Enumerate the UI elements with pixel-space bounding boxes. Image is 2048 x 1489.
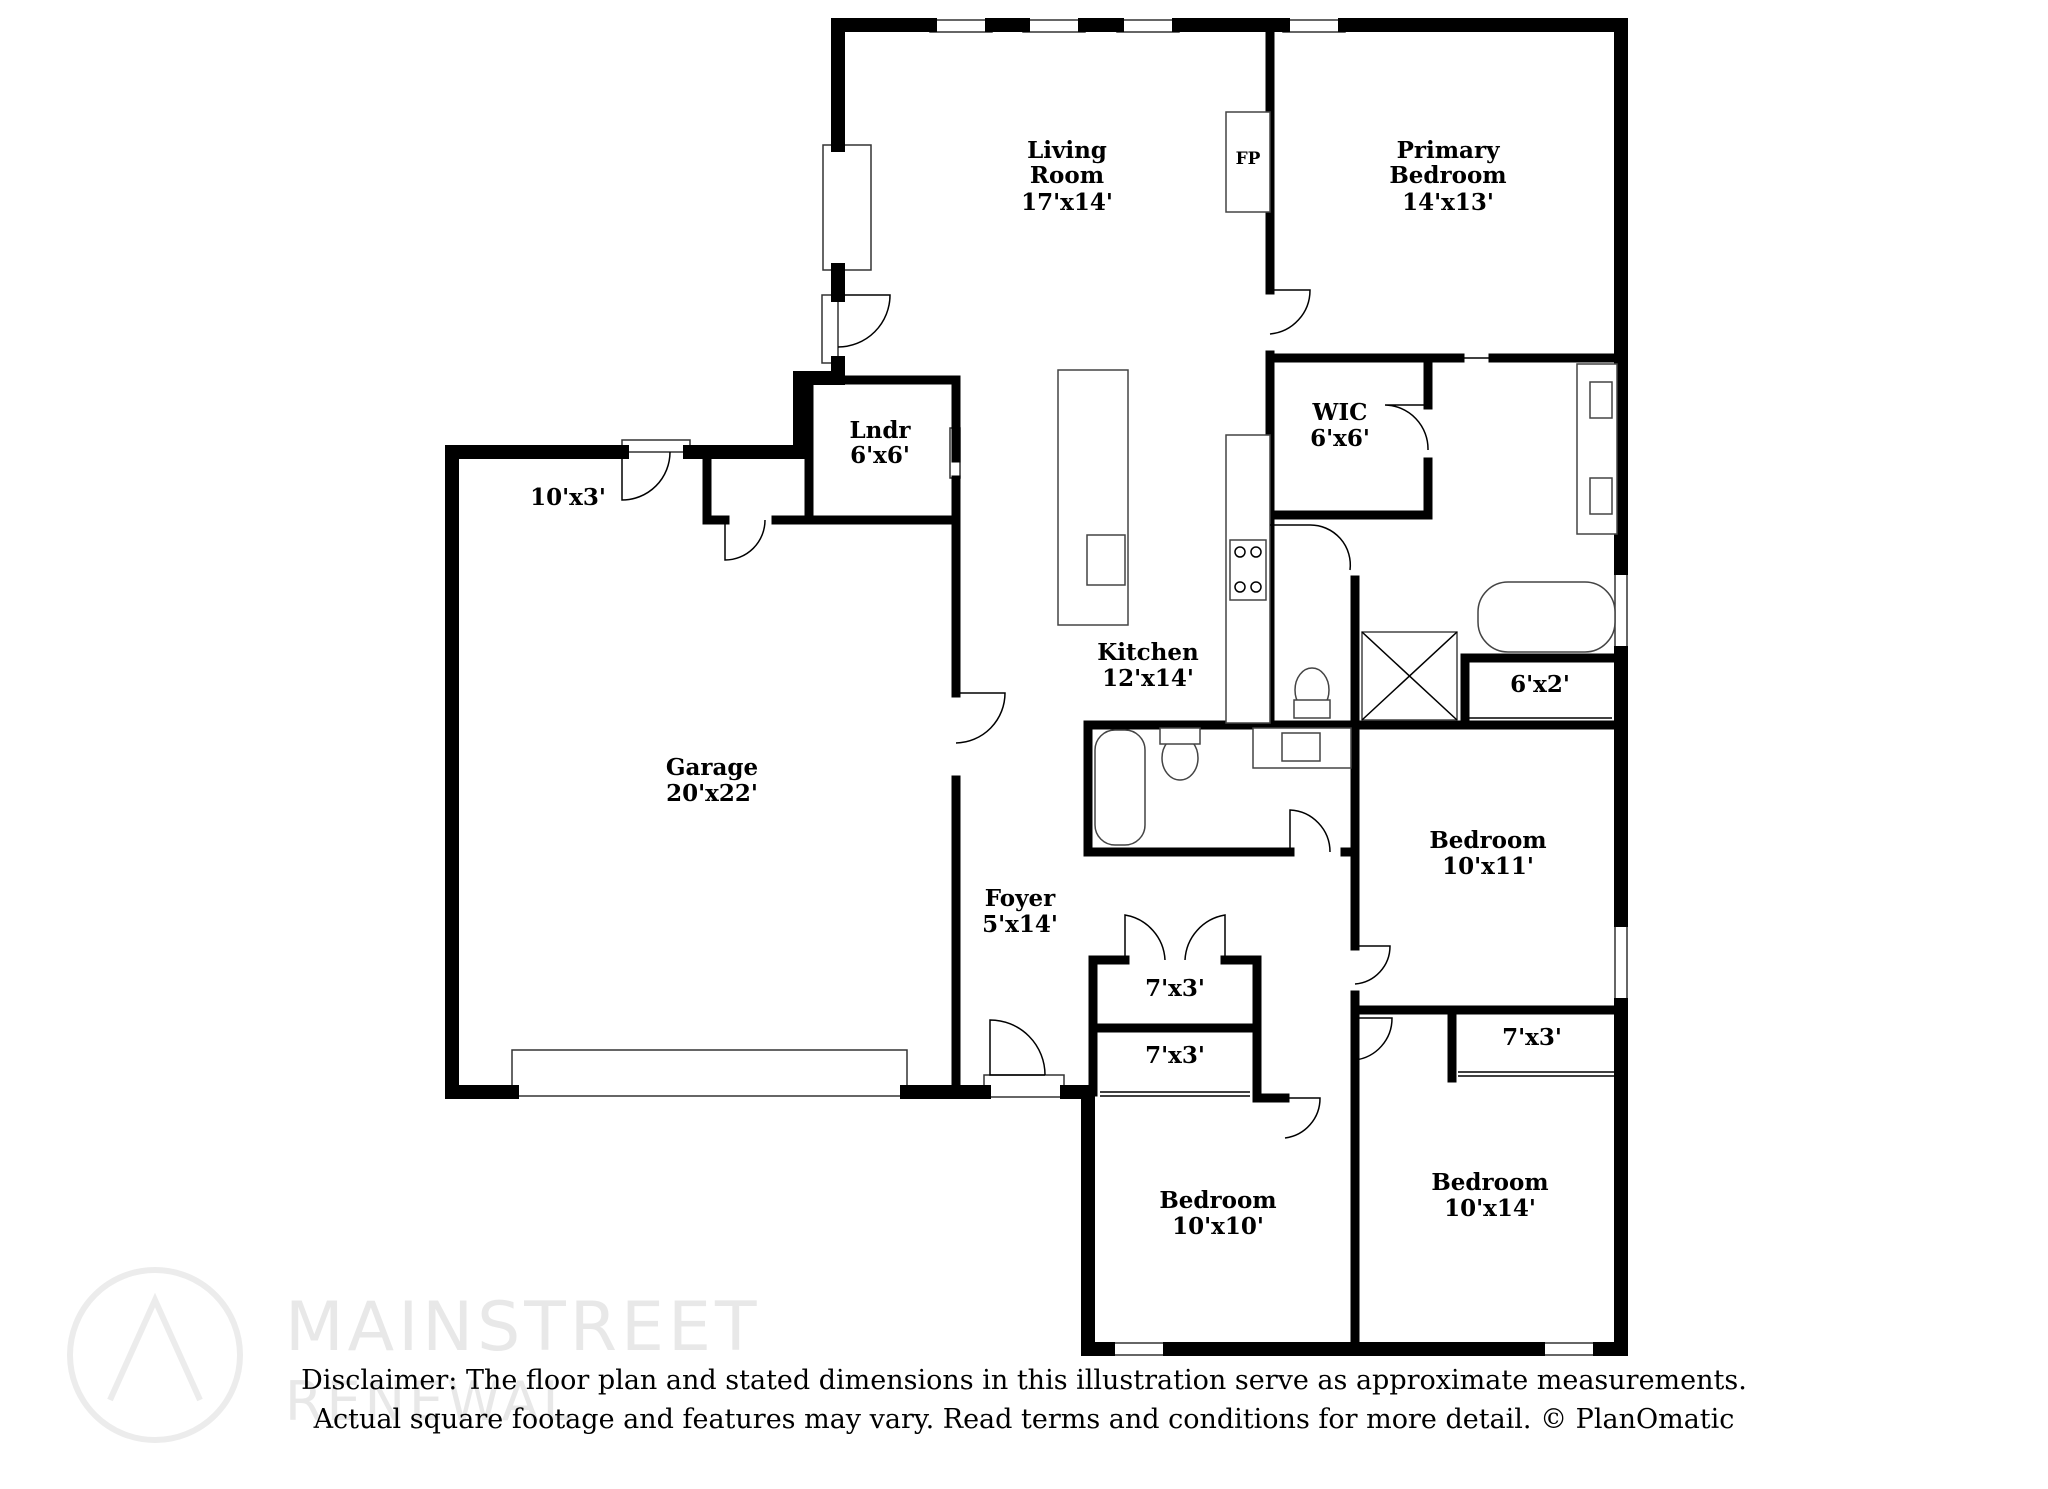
bedroom-closet-dims: 7'x3' (1502, 1024, 1562, 1051)
bedroom-front-left-name: Bedroom (1159, 1187, 1276, 1214)
kitchen-name: Kitchen (1097, 639, 1199, 666)
fireplace-label: FP (1236, 149, 1261, 169)
foyer-name: Foyer (985, 885, 1056, 912)
bedroom-right-dims: 10'x11' (1442, 853, 1534, 880)
wic-name: WIC (1312, 399, 1368, 426)
watermark-line-2: RENEWAL (285, 1370, 577, 1433)
foyer-dims: 5'x14' (982, 911, 1058, 938)
primary-bedroom-dims: 14'x13' (1402, 189, 1494, 216)
watermark-logo-icon (67, 1267, 243, 1443)
garage-name: Garage (666, 754, 758, 781)
bedroom-front-left-dims: 10'x10' (1172, 1213, 1264, 1240)
garage-dims: 20'x22' (666, 780, 758, 807)
kitchen-island (1057, 369, 1129, 626)
sink-icon (1281, 732, 1321, 762)
bedroom-right-name: Bedroom (1429, 827, 1546, 854)
sink-icon (1589, 381, 1613, 419)
kitchen-dims: 12'x14' (1102, 665, 1194, 692)
sink-icon (1086, 534, 1126, 586)
disclaimer-line-1: Disclaimer: The floor plan and stated di… (301, 1365, 1747, 1396)
living-room-dims: 17'x14' (1021, 189, 1113, 216)
hall-closet-1-dims: 7'x3' (1145, 975, 1205, 1002)
fixtures (1057, 111, 1618, 1097)
storage-dims: 10'x3' (530, 484, 606, 511)
garage-door (511, 1049, 908, 1097)
hall-closet-2-dims: 7'x3' (1145, 1042, 1205, 1069)
bathtub-icon (1477, 581, 1616, 653)
doors (621, 289, 1429, 1139)
primary-bedroom-name-1: Primary (1397, 137, 1501, 164)
exterior-walls (445, 18, 1628, 1356)
bathtub-icon (1094, 729, 1146, 846)
watermark-line-1: MAINSTREET (285, 1288, 761, 1367)
sink-icon (1589, 477, 1613, 515)
laundry-dims: 6'x6' (850, 442, 910, 469)
laundry-name: Lndr (849, 417, 911, 444)
primary-bedroom-name-2: Bedroom (1389, 162, 1506, 189)
disclaimer-line-2: Actual square footage and features may v… (313, 1404, 1735, 1435)
living-room-name-1: Living (1027, 137, 1107, 164)
room-labels: Living Room 17'x14' FP Primary Bedroom 1… (530, 137, 1570, 1240)
watermark: MAINSTREET RENEWAL (67, 1267, 761, 1443)
wic-dims: 6'x6' (1310, 425, 1370, 452)
fireplace-icon (1225, 111, 1271, 213)
interior-walls (702, 20, 1626, 1354)
linen-closet-dims: 6'x2' (1510, 671, 1570, 698)
living-room-name-2: Room (1030, 162, 1104, 189)
bedroom-front-right-name: Bedroom (1431, 1169, 1548, 1196)
bedroom-front-right-dims: 10'x14' (1444, 1195, 1536, 1222)
